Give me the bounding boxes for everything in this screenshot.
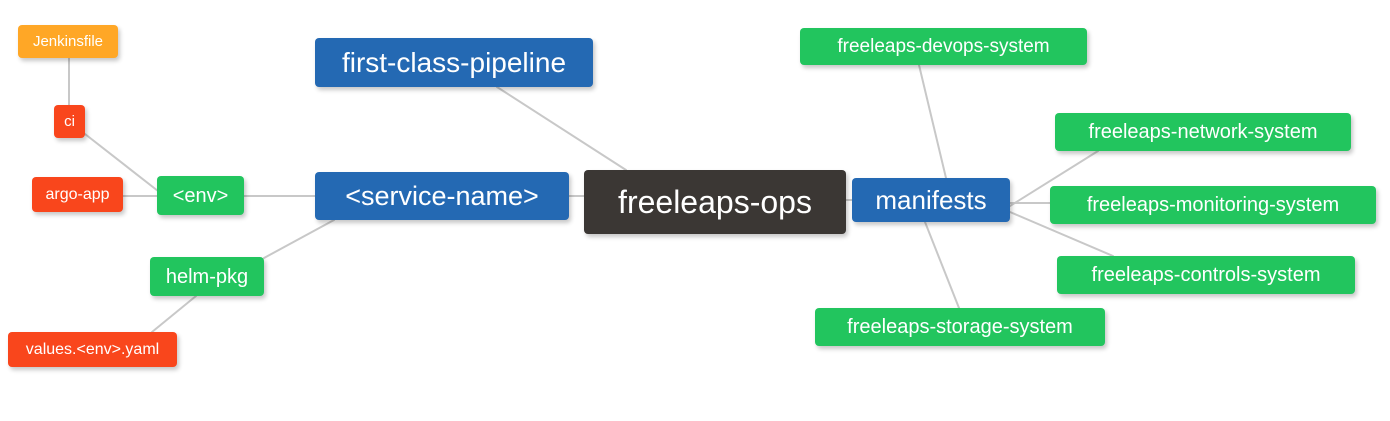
node-label-ci: ci bbox=[64, 113, 75, 130]
node-manifests[interactable]: manifests bbox=[852, 178, 1010, 222]
node-freeleaps-controls-system[interactable]: freeleaps-controls-system bbox=[1057, 256, 1355, 294]
edge-helm-pkg-to-service-name bbox=[263, 219, 335, 259]
node-ci[interactable]: ci bbox=[54, 105, 85, 138]
edge-first-class-pipeline-to-freeleaps-ops bbox=[496, 86, 627, 171]
node-label-values-yaml: values.<env>.yaml bbox=[25, 340, 160, 358]
node-freeleaps-devops-system[interactable]: freeleaps-devops-system bbox=[800, 28, 1087, 65]
node-service-name[interactable]: <service-name> bbox=[315, 172, 569, 220]
node-label-freeleaps-controls-system: freeleaps-controls-system bbox=[1091, 264, 1321, 286]
node-label-jenkinsfile: Jenkinsfile bbox=[32, 33, 104, 50]
edge-manifests-to-freeleaps-storage-system bbox=[924, 221, 960, 309]
node-values-yaml[interactable]: values.<env>.yaml bbox=[8, 332, 177, 367]
node-label-freeleaps-monitoring-system: freeleaps-monitoring-system bbox=[1086, 194, 1340, 216]
node-freeleaps-monitoring-system[interactable]: freeleaps-monitoring-system bbox=[1050, 186, 1376, 224]
node-freeleaps-ops[interactable]: freeleaps-ops bbox=[584, 170, 846, 234]
node-first-class-pipeline[interactable]: first-class-pipeline bbox=[315, 38, 593, 87]
node-label-freeleaps-devops-system: freeleaps-devops-system bbox=[837, 36, 1050, 57]
node-label-helm-pkg: helm-pkg bbox=[165, 265, 249, 288]
node-env[interactable]: <env> bbox=[157, 176, 244, 215]
node-label-env: <env> bbox=[172, 184, 229, 207]
node-label-freeleaps-storage-system: freeleaps-storage-system bbox=[847, 316, 1073, 338]
node-label-freeleaps-network-system: freeleaps-network-system bbox=[1088, 121, 1318, 143]
node-label-manifests: manifests bbox=[875, 185, 987, 215]
node-jenkinsfile[interactable]: Jenkinsfile bbox=[18, 25, 118, 58]
node-label-first-class-pipeline: first-class-pipeline bbox=[341, 46, 567, 78]
node-label-service-name: <service-name> bbox=[345, 180, 539, 211]
node-freeleaps-network-system[interactable]: freeleaps-network-system bbox=[1055, 113, 1351, 151]
edge-values-yaml-to-helm-pkg bbox=[151, 295, 197, 333]
node-helm-pkg[interactable]: helm-pkg bbox=[150, 257, 264, 296]
node-label-freeleaps-ops: freeleaps-ops bbox=[618, 184, 812, 220]
node-argo-app[interactable]: argo-app bbox=[32, 177, 123, 212]
edge-freeleaps-devops-system-to-manifests bbox=[918, 64, 947, 179]
node-label-argo-app: argo-app bbox=[45, 185, 110, 203]
node-freeleaps-storage-system[interactable]: freeleaps-storage-system bbox=[815, 308, 1105, 346]
